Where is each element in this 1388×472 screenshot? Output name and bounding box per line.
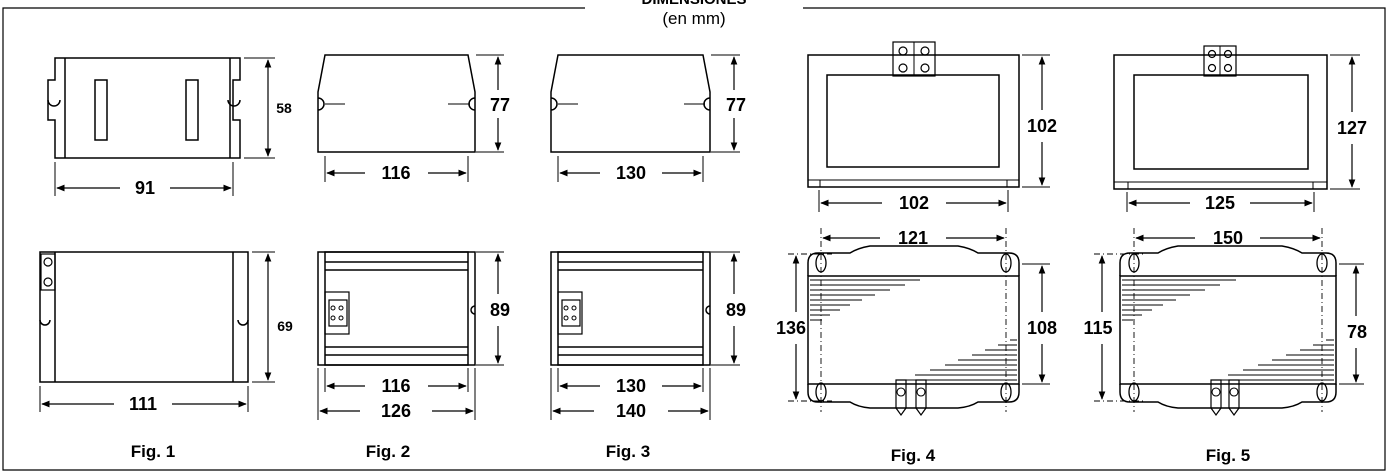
page-title: DIMENSIONES — [0, 0, 1388, 8]
fig5-caption: Fig. 5 — [1206, 446, 1250, 465]
fig5-front-height-label: 127 — [1337, 118, 1367, 138]
fig4-outer-height-label: 136 — [776, 318, 806, 338]
fig3-top-height-label: 77 — [726, 95, 746, 115]
fig5-outer-height-label: 115 — [1083, 318, 1112, 338]
fig3-side-height-label: 89 — [726, 300, 746, 320]
fig2-side-height-label: 89 — [490, 300, 510, 320]
page-subtitle: (en mm) — [662, 9, 726, 28]
fig4-base-width-label: 121 — [898, 228, 928, 248]
fig2-inner-width-label: 116 — [381, 376, 410, 396]
fig3-side-view — [550, 251, 740, 420]
fig5-base-view — [1094, 228, 1364, 417]
fig2-outer-width-label: 126 — [381, 401, 411, 421]
fig2-top-height-label: 77 — [490, 95, 510, 115]
fig2-top-view — [317, 54, 504, 182]
fig3-caption: Fig. 3 — [606, 442, 650, 461]
fig1-side-width-label: 111 — [129, 394, 157, 414]
fig5-front-view — [1113, 45, 1360, 212]
fig4-caption: Fig. 4 — [891, 446, 936, 465]
fig4-front-height-label: 102 — [1027, 116, 1057, 136]
fig4-inner-height-label: 108 — [1027, 318, 1057, 338]
fig3-inner-width-label: 130 — [616, 376, 646, 396]
fig3-outer-width-label: 140 — [616, 401, 646, 421]
fig2-side-view — [317, 251, 504, 420]
fig4-front-view — [807, 41, 1050, 212]
fig3-top-width-label: 130 — [616, 163, 646, 183]
fig1-side-height-label: 69 — [277, 318, 293, 334]
fig4-base-view — [788, 228, 1050, 417]
fig1-top-view — [47, 57, 275, 196]
fig2-top-width-label: 116 — [381, 163, 410, 183]
fig4-front-width-label: 102 — [899, 193, 929, 213]
fig5-front-width-label: 125 — [1205, 193, 1235, 213]
fig2-caption: Fig. 2 — [366, 442, 410, 461]
fig1-top-height-label: 58 — [276, 100, 292, 116]
fig5-inner-height-label: 78 — [1347, 322, 1367, 342]
fig3-top-view — [550, 54, 740, 182]
fig1-side-view — [39, 251, 275, 412]
fig5-base-width-label: 150 — [1213, 228, 1243, 248]
fig1-top-width-label: 91 — [135, 178, 155, 198]
fig1-caption: Fig. 1 — [131, 442, 175, 461]
